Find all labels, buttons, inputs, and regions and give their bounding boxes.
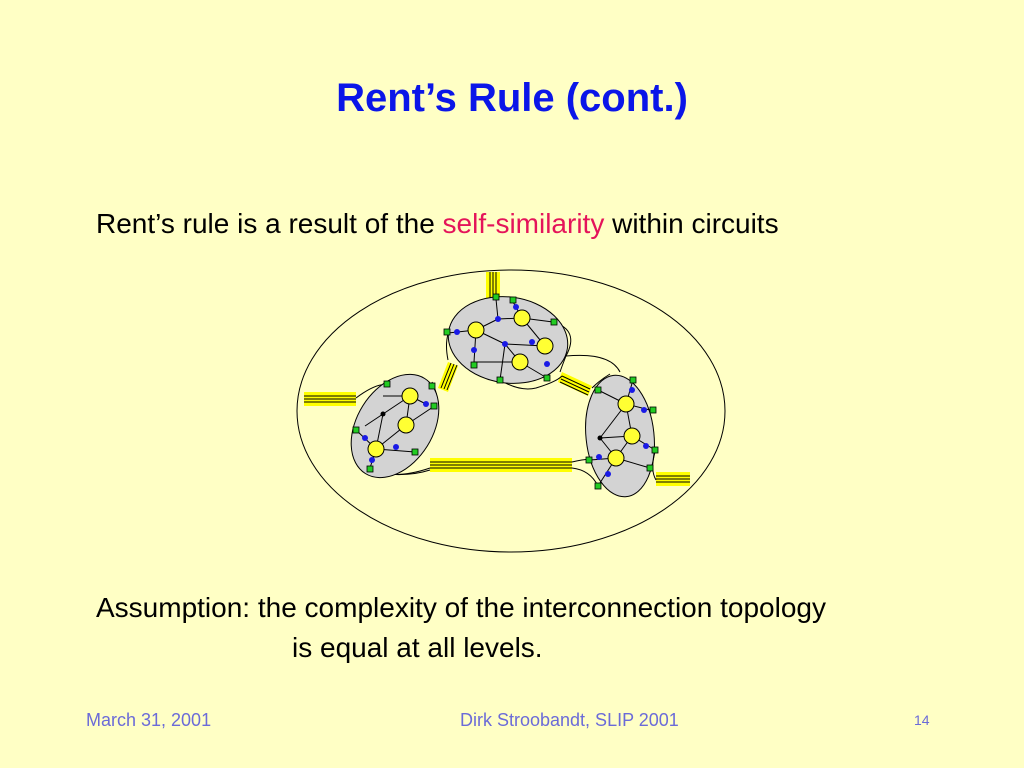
pin — [594, 482, 602, 490]
internal-bus-top-to-right — [558, 372, 592, 396]
pin — [496, 376, 504, 384]
junction-dot — [643, 443, 649, 449]
junction-dot — [362, 435, 368, 441]
statement-text-after: within circuits — [604, 208, 779, 239]
footer-page-number: 14 — [914, 712, 930, 728]
pin — [430, 402, 438, 410]
pin — [585, 456, 593, 464]
junction-dot — [596, 454, 602, 460]
self-similarity-highlight: self-similarity — [442, 208, 605, 239]
submodule-right — [585, 374, 659, 498]
pin — [443, 328, 451, 336]
junction-dot — [529, 339, 535, 345]
junction-dot — [597, 435, 603, 441]
junction-dot — [629, 387, 635, 393]
pin — [470, 361, 478, 369]
internal-bus-left-to-top — [438, 362, 458, 392]
self-similarity-statement: Rent’s rule is a result of the self-simi… — [96, 204, 779, 244]
junction-dot — [605, 471, 611, 477]
statement-text-before: Rent’s rule is a result of the — [96, 208, 443, 239]
pin — [646, 464, 654, 472]
pin — [383, 380, 391, 388]
cell-node — [511, 353, 529, 371]
outer-module-boundary — [296, 269, 726, 553]
junction-dot — [495, 316, 501, 322]
cell-node — [401, 387, 419, 405]
cell-node — [623, 427, 641, 445]
pin — [352, 426, 360, 434]
junction-dot — [513, 304, 519, 310]
junction-dot — [641, 407, 647, 413]
junction-dot — [423, 401, 429, 407]
external-bus-right — [656, 472, 690, 486]
junction-dot — [454, 329, 460, 335]
pin — [492, 293, 500, 301]
cell-node — [617, 395, 635, 413]
slide-title: Rent’s Rule (cont.) — [336, 76, 688, 120]
pin — [411, 448, 419, 456]
external-bus-left — [304, 392, 356, 406]
junction-dot — [380, 411, 386, 417]
internal-bus-bottom — [430, 458, 572, 472]
cell-node — [513, 309, 531, 327]
pin — [651, 446, 659, 454]
junction-dot — [502, 341, 508, 347]
footer-author: Dirk Stroobandt, SLIP 2001 — [460, 710, 679, 730]
footer-date: March 31, 2001 — [86, 710, 212, 730]
cell-node — [397, 416, 415, 434]
submodule-left — [350, 373, 440, 479]
cell-node — [367, 440, 385, 458]
junction-dot — [471, 347, 477, 353]
junction-dot — [393, 444, 399, 450]
pin — [428, 382, 436, 390]
assumption-text: Assumption: the complexity of the interc… — [96, 588, 826, 668]
cell-node — [536, 337, 554, 355]
pin — [509, 296, 517, 304]
submodule-top — [443, 293, 569, 384]
assumption-line-1: Assumption: the complexity of the interc… — [96, 592, 826, 623]
pin — [366, 465, 374, 473]
pin — [629, 376, 637, 384]
pin — [543, 374, 551, 382]
cell-node — [467, 321, 485, 339]
pin — [649, 406, 657, 414]
assumption-line-2: is equal at all levels. — [292, 632, 543, 663]
pin — [594, 386, 602, 394]
cell-node — [607, 449, 625, 467]
junction-dot — [369, 457, 375, 463]
junction-dot — [544, 361, 550, 367]
pin — [550, 318, 558, 326]
